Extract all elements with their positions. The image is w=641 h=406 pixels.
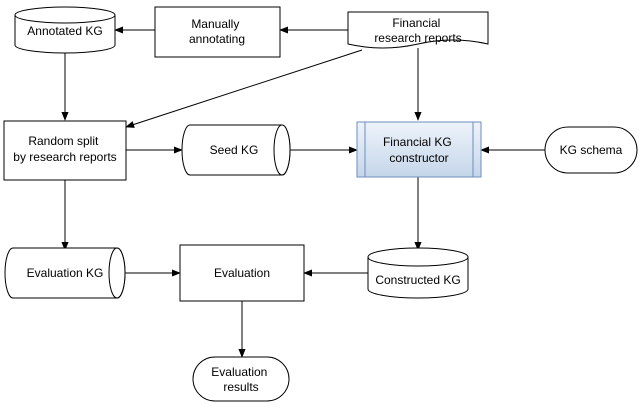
random-split-line2: by research reports — [13, 150, 116, 164]
kg-schema-node: KG schema — [544, 126, 638, 174]
kg-schema-label: KG schema — [560, 143, 623, 157]
kg-constructor-label: Financial KG constructor — [383, 135, 455, 165]
edges — [61, 26, 545, 358]
edge-reports-to-split — [125, 49, 363, 128]
evaluation-results-node: Evaluation results — [192, 356, 290, 402]
kg-constructor-line1: Financial KG — [383, 135, 452, 149]
financial-reports-node: Financial research reports — [347, 11, 489, 49]
random-split-label: Random split by research reports — [13, 134, 116, 164]
financial-reports-line2: research reports — [374, 31, 461, 45]
annotated-kg-label: Annotated KG — [27, 24, 102, 38]
manually-annotating-line1: Manually — [191, 17, 239, 31]
manually-annotating-node: Manually annotating — [154, 6, 281, 58]
kg-constructor-line2: constructor — [389, 151, 448, 165]
financial-reports-line1: Financial — [392, 16, 440, 30]
seed-kg-node: Seed KG — [181, 124, 291, 176]
constructed-kg-label: Constructed KG — [375, 273, 460, 287]
manually-annotating-label: Manually annotating — [189, 17, 245, 46]
evaluation-label: Evaluation — [214, 266, 270, 280]
seed-kg-label: Seed KG — [210, 143, 259, 157]
annotated-kg-node: Annotated KG — [14, 6, 116, 54]
evaluation-kg-label: Evaluation KG — [27, 266, 104, 280]
constructed-kg-node: Constructed KG — [367, 247, 469, 299]
manually-annotating-line2: annotating — [189, 32, 245, 46]
evaluation-node: Evaluation — [179, 244, 305, 302]
financial-reports-label: Financial research reports — [374, 16, 461, 45]
evaluation-results-line1: Evaluation — [211, 365, 267, 379]
random-split-line1: Random split — [28, 134, 99, 148]
evaluation-kg-node: Evaluation KG — [4, 247, 126, 299]
evaluation-results-line2: results — [223, 380, 258, 394]
kg-constructor-node: Financial KG constructor — [356, 121, 482, 178]
random-split-node: Random split by research reports — [3, 120, 127, 181]
evaluation-results-label: Evaluation results — [211, 365, 270, 394]
